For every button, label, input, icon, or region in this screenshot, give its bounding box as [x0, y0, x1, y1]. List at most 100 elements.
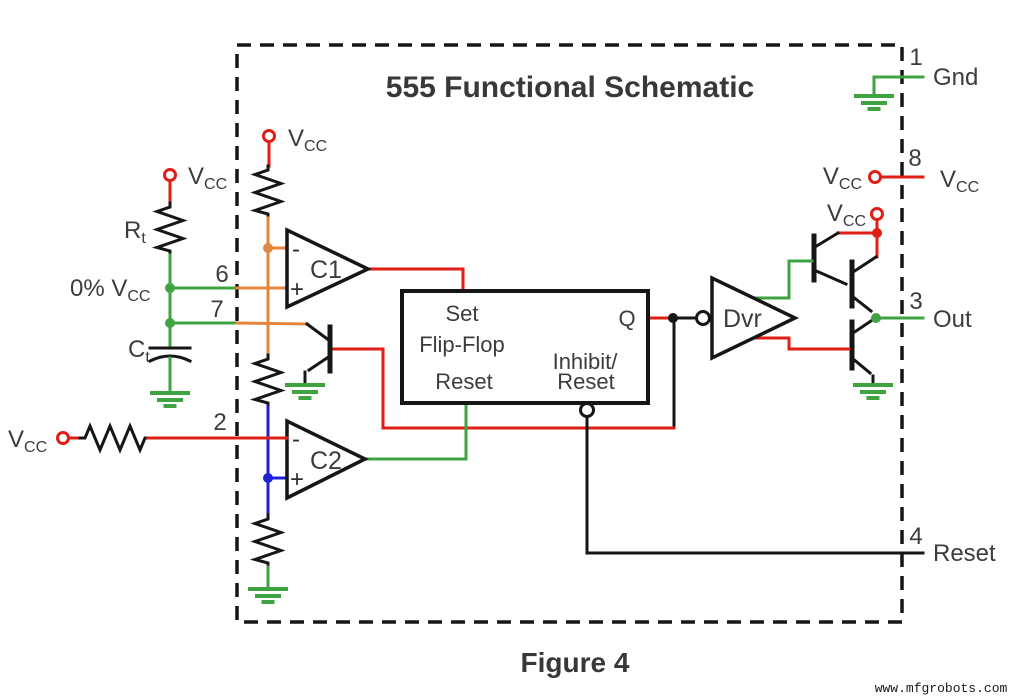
flip-flop-inhibit-label-line2: Reset [557, 369, 614, 394]
q3-collector-lead [850, 316, 877, 336]
pin4-number: 4 [909, 523, 922, 550]
driver-label: Dvr [723, 305, 762, 333]
junction-dot [872, 228, 882, 238]
watermark: www.mfgrobots.com [875, 681, 1008, 696]
schematic-title: 555 Functional Schematic [386, 71, 754, 104]
driver-low-wire [752, 336, 851, 351]
ground-symbol [853, 383, 893, 400]
pin1-name: Gnd [933, 64, 978, 91]
vcc-sub: CC [24, 439, 47, 456]
out-node-dot [871, 313, 881, 323]
pin2-number: 2 [213, 409, 226, 436]
vcc-v: V [823, 163, 839, 190]
vcc-v: V [188, 163, 204, 190]
driver-buffer: Dvr [646, 275, 800, 430]
c1-triangle [285, 227, 373, 310]
comparator-c2: - + C2 [285, 418, 369, 501]
divider-resistor-mid [249, 353, 286, 409]
ct-sub: t [145, 349, 150, 366]
driver-high-wire [752, 259, 814, 300]
discharge-base-wire [330, 347, 676, 430]
flip-flop-box [400, 289, 650, 405]
discharge-collector-lead [304, 321, 333, 344]
pin8-number: 8 [908, 145, 921, 172]
c1-minus-sign: - [292, 236, 300, 263]
divider-column [248, 129, 289, 604]
vcc-sub: CC [843, 213, 866, 230]
junction-dot [263, 473, 273, 483]
vcc-terminal [868, 170, 882, 184]
divider-vcc-label: VCC [288, 125, 327, 155]
vcc-sub: CC [304, 138, 327, 155]
q3-emitter-lead [849, 355, 873, 376]
vcc-sub: CC [956, 179, 979, 196]
inhibit-bubble [579, 402, 595, 418]
flip-flop-inhibit-label-line1: Inhibit/ [553, 349, 619, 374]
ground-symbol [150, 391, 190, 408]
ground-symbol [285, 383, 325, 400]
vcc-terminal [56, 431, 70, 445]
vcc-sub: CC [127, 288, 150, 305]
c1-plus-sign: + [290, 276, 304, 303]
threshold-level-label: 0% VCC [70, 275, 150, 305]
vcc-v: V [827, 200, 843, 227]
vcc-sub: CC [839, 176, 862, 193]
pin1-wire [872, 75, 925, 98]
output-stage-vcc-label: VCC [827, 200, 866, 230]
flip-flop-reset-label: Reset [435, 369, 492, 394]
discharge-transistor [285, 321, 333, 400]
pin3-name: Out [933, 306, 972, 333]
pin1-number: 1 [909, 44, 922, 71]
inverter-bubble [695, 310, 711, 326]
pin8-vcc-net [868, 170, 925, 184]
flip-flop-block: Set Flip-Flop Reset Inhibit/ Reset Q [400, 289, 650, 405]
transistor-q2 [849, 254, 879, 314]
junction-dot [263, 243, 273, 253]
c2-to-reset-wire [363, 400, 468, 461]
vcc-terminal [163, 168, 177, 182]
pin7-wire-inner [235, 321, 309, 326]
junction-dot [165, 283, 175, 293]
flip-flop-name-label: Flip-Flop [419, 332, 505, 357]
timing-network [147, 168, 193, 408]
junction-dot [165, 318, 175, 328]
c2-minus-sign: - [292, 426, 300, 453]
divider-resistor-bottom [249, 513, 286, 569]
driver-triangle [710, 275, 800, 361]
c1-label: C1 [310, 256, 342, 284]
ct-label: Ct [128, 336, 150, 366]
c1-to-set-wire [366, 267, 465, 292]
rt-r: R [124, 217, 141, 244]
vcc-sub: CC [204, 176, 227, 193]
junction-dot [668, 313, 678, 323]
output-stage [752, 207, 925, 400]
vcc-v: V [288, 125, 304, 152]
flip-flop-q-label: Q [618, 306, 635, 331]
pin4-name: Reset [933, 540, 996, 567]
c2-plus-sign: + [290, 466, 304, 493]
q1-emitter-lead [812, 268, 848, 286]
pin3-number: 3 [909, 288, 922, 315]
inhibit-reset-net [579, 402, 925, 555]
transistor-q1 [811, 230, 848, 286]
c2-triangle [285, 418, 369, 501]
ground-symbol [854, 94, 894, 111]
vcc-terminal [870, 207, 884, 221]
q1-collector-lead [812, 230, 841, 250]
flip-flop-set-label: Set [445, 301, 478, 326]
divider-resistor-top [249, 164, 286, 220]
pin7-number: 7 [210, 296, 223, 323]
zero-pct-v: 0% V [70, 275, 127, 302]
ct-capacitor [147, 346, 193, 364]
ct-c: C [128, 336, 145, 363]
transistor-q3 [849, 316, 893, 400]
vcc-terminal [262, 129, 276, 143]
ct-bottom-plate [147, 354, 193, 364]
pin8-name-vcc: VCC [940, 166, 979, 196]
q2-emitter-lead [849, 293, 874, 314]
q2-collector-lead [850, 254, 879, 275]
timing-vcc-label: VCC [188, 163, 227, 193]
pin7-net [168, 321, 309, 326]
